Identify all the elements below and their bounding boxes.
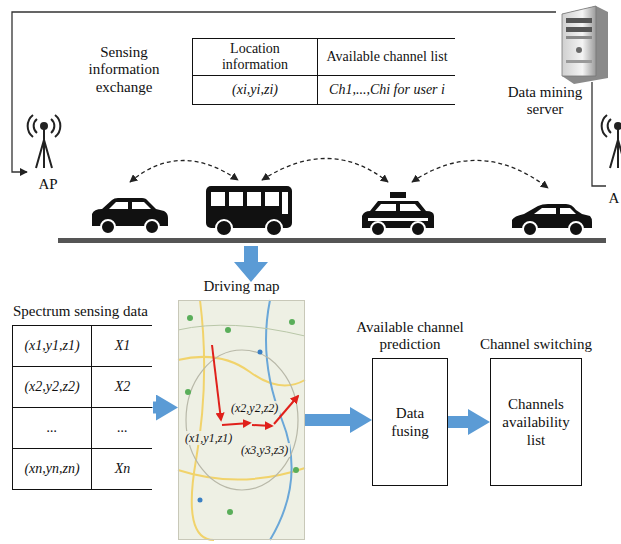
cell-text: (xi,yi,zi) <box>232 82 278 98</box>
process-box: Available channel predictionData fusing <box>372 358 448 486</box>
access-point-icon <box>28 115 61 168</box>
free-label: Sensing information exchange <box>74 44 174 96</box>
node-heading: Available channel prediction <box>345 319 475 354</box>
table-cell: X2 <box>92 367 153 407</box>
flow-arrow <box>448 416 476 428</box>
free-label: Data mining server <box>503 84 587 119</box>
table-cell: (xi,yi,zi) <box>193 76 317 104</box>
table-cell: X1 <box>92 326 153 366</box>
flow-arrow <box>152 402 164 414</box>
info-table: Location information Available channel li… <box>192 38 455 105</box>
cell-text: Location information <box>197 41 313 73</box>
access-point-icon <box>602 115 621 168</box>
table-cell: Ch1,...,Chi for user i <box>318 76 456 104</box>
cell-text: X2 <box>115 379 131 395</box>
cell-text: Available channel list <box>326 49 447 65</box>
map-point-label: (x3,y3,z3) <box>239 443 290 457</box>
heading-text: Driving map <box>203 278 279 294</box>
free-label: AP <box>33 176 63 193</box>
cell-text: (xn,yn,zn) <box>24 461 79 477</box>
map-point-label: (x1,y1,z1) <box>183 431 234 445</box>
server-icon <box>562 6 608 84</box>
heading-text: Channel switching <box>480 336 592 352</box>
label-text: Data mining server <box>508 84 583 117</box>
node-heading: Spectrum sensing data <box>13 303 148 320</box>
cell-text: Xn <box>115 461 131 477</box>
flow-arrow <box>234 246 268 282</box>
box-text: Channels availability list <box>496 395 576 449</box>
node-heading: Driving map <box>203 278 279 295</box>
table-cell: (x1,y1,z1) <box>13 326 91 366</box>
car-icon <box>92 198 168 234</box>
label-text: AP <box>38 176 57 192</box>
link-line <box>592 82 606 186</box>
map-point-label: (x2,y2,z2) <box>229 401 280 415</box>
cell-text: Ch1,...,Chi for user i <box>329 82 445 98</box>
label-text: Sensing information exchange <box>89 44 160 95</box>
road <box>58 238 606 243</box>
exchange-arrow <box>130 158 548 188</box>
cell-text: X1 <box>115 338 131 354</box>
table-cell: Xn <box>92 449 153 489</box>
node-heading: Channel switching <box>480 336 592 353</box>
box-text: Data fusing <box>378 404 442 440</box>
heading-text: Available channel prediction <box>356 319 464 352</box>
cell-text: (x1,y1,z1) <box>24 338 79 354</box>
free-label: A <box>608 190 620 207</box>
taxi-icon <box>362 192 434 236</box>
cell-text: ... <box>47 420 58 436</box>
heading-text: Spectrum sensing data <box>13 303 148 319</box>
bus-icon <box>206 186 292 236</box>
flow-arrow <box>305 414 358 426</box>
car-icon <box>512 204 592 236</box>
link-line <box>12 12 556 172</box>
table-cell: Location information <box>193 39 317 75</box>
table-cell: (xn,yn,zn) <box>13 449 91 489</box>
map-picture <box>178 300 305 540</box>
cell-text: (x2,y2,z2) <box>24 379 79 395</box>
table-cell: ... <box>13 408 91 448</box>
table-cell: (x2,y2,z2) <box>13 367 91 407</box>
driving-map: Driving map(x1,y1,z1)(x2,y2,z2)(x3,y3,z3… <box>178 300 305 540</box>
table-cell: ... <box>92 408 153 448</box>
table-cell: Available channel list <box>318 39 456 75</box>
process-box: Channel switchingChannels availability l… <box>490 358 582 486</box>
cell-text: ... <box>117 420 128 436</box>
label-text: A <box>609 190 620 206</box>
sensing-data-table: Spectrum sensing data(x1,y1,z1)X1(x2,y2,… <box>12 325 152 490</box>
